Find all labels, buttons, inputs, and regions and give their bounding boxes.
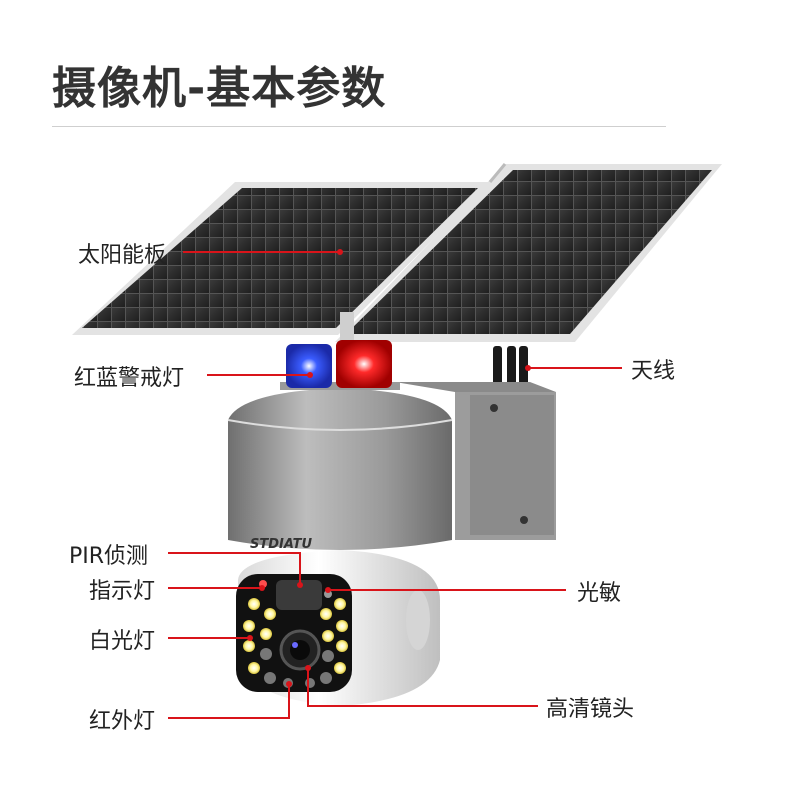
- label-indicator: 指示灯: [89, 579, 156, 604]
- title-divider: [52, 126, 666, 127]
- callout-pir: [168, 552, 301, 585]
- label-white-light: 白光灯: [89, 629, 156, 654]
- camera-housing: [227, 382, 453, 550]
- label-light-sensor: 光敏: [577, 581, 622, 606]
- label-warning-light: 红蓝警戒灯: [74, 366, 185, 391]
- led-array: [243, 580, 348, 688]
- callout-dots: [247, 249, 531, 687]
- label-solar-panel: 太阳能板: [78, 243, 167, 268]
- label-antenna: 天线: [631, 359, 676, 384]
- page-title: 摄像机-基本参数: [52, 63, 387, 114]
- callout-hd-lens: [307, 668, 538, 707]
- callout-lines: [168, 251, 622, 719]
- brand-logo: STDIATU: [250, 537, 313, 552]
- label-ir-light: 红外灯: [89, 709, 156, 734]
- label-pir: PIR侦测: [69, 544, 149, 569]
- mount-bracket: [395, 382, 556, 540]
- label-hd-lens: 高清镜头: [546, 697, 635, 722]
- red-blue-warning-lights: [286, 340, 392, 388]
- solar-panels: [72, 163, 722, 342]
- callout-ir-light: [168, 684, 290, 719]
- lens-faceplate: [236, 574, 352, 692]
